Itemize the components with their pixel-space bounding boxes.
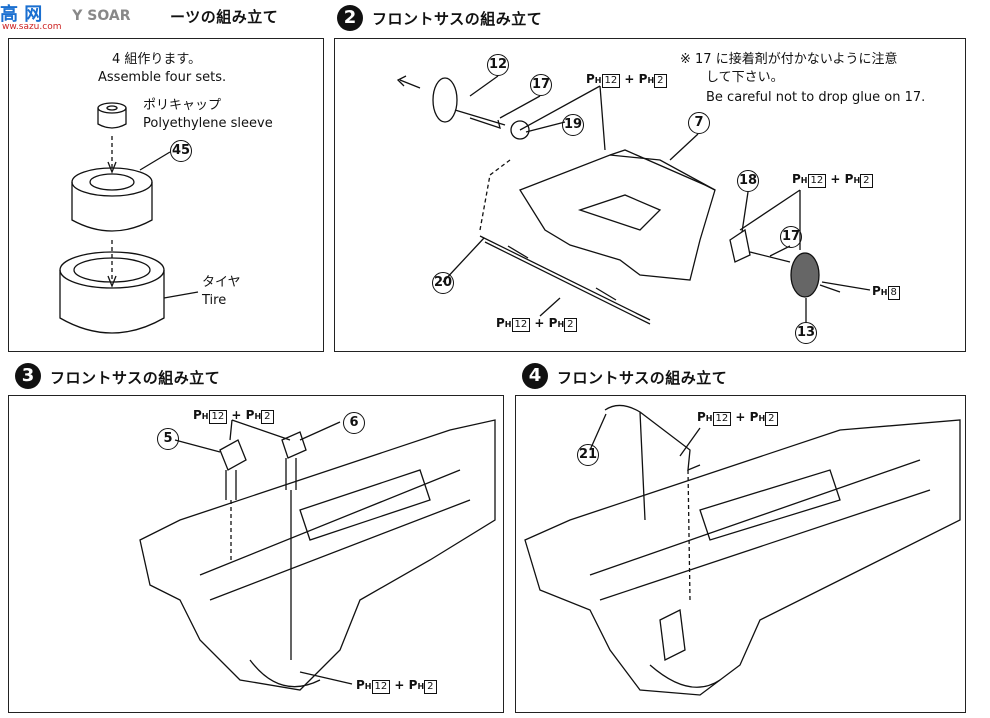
tire-label-en: Tire bbox=[202, 293, 227, 308]
step2-panel bbox=[334, 38, 966, 352]
part-7-callout: 7 bbox=[688, 112, 710, 134]
wheel-drawing bbox=[71, 151, 171, 232]
part-19-callout: 19 bbox=[562, 114, 584, 136]
step1-note-en: Assemble four sets. bbox=[98, 70, 227, 85]
step2-warning-jp1: ※ 17 に接着剤が付かないように注意 bbox=[680, 52, 898, 67]
part-20-callout: 20 bbox=[432, 272, 454, 294]
shock-absorber-right-drawing bbox=[281, 431, 307, 660]
front-subframe-drawing bbox=[519, 149, 716, 281]
tire-label-jp: タイヤ bbox=[202, 275, 241, 290]
part-12-callout: 12 bbox=[487, 54, 509, 76]
polyethylene-sleeve-drawing bbox=[97, 102, 127, 129]
tire-drawing bbox=[59, 251, 199, 334]
right-hub-drawing bbox=[729, 228, 820, 298]
step4-chassis-drawing bbox=[524, 419, 961, 696]
step3-chassis-drawing bbox=[139, 419, 496, 691]
step2-number: 2 bbox=[337, 5, 363, 31]
part-17b-callout: 17 bbox=[780, 226, 802, 248]
step1-panel bbox=[8, 38, 324, 352]
left-hub-arrowhead bbox=[396, 75, 407, 87]
step1-title: ーツの組み立て bbox=[170, 8, 279, 26]
part-17-callout: 17 bbox=[530, 74, 552, 96]
step1-note-jp: 4 組作ります。 bbox=[112, 52, 202, 67]
step3-panel bbox=[8, 395, 504, 713]
step4-title: フロントサスの組み立て bbox=[557, 369, 728, 387]
watermark-url: ww.sazu.com bbox=[2, 22, 62, 32]
step2-title: フロントサスの組み立て bbox=[372, 10, 543, 28]
tie-rod-drawing bbox=[479, 235, 651, 325]
arrow-head-2 bbox=[107, 275, 117, 288]
sleeve-label-en: Polyethylene sleeve bbox=[143, 116, 273, 131]
step3-title: フロントサスの組み立て bbox=[50, 369, 221, 387]
shock-absorber-left-drawing bbox=[219, 439, 247, 560]
left-hub-drawing bbox=[432, 77, 530, 140]
part-21-callout: 21 bbox=[577, 444, 599, 466]
part-45-callout: 45 bbox=[170, 140, 192, 162]
part-5-callout: 5 bbox=[157, 428, 179, 450]
sleeve-label-jp: ポリキャップ bbox=[143, 98, 222, 113]
step2-warning-jp2: して下さい。 bbox=[706, 70, 784, 85]
step2-warning-en: Be careful not to drop glue on 17. bbox=[706, 90, 926, 105]
left-hub-arrow bbox=[399, 79, 421, 89]
right-hub-arrow bbox=[819, 284, 841, 293]
step4-number: 4 bbox=[522, 363, 548, 389]
part-18-callout: 18 bbox=[737, 170, 759, 192]
arrow-head-1 bbox=[107, 161, 117, 174]
wire-part-21-drawing bbox=[604, 404, 701, 601]
part-6-callout: 6 bbox=[343, 412, 365, 434]
part-13-callout: 13 bbox=[795, 322, 817, 344]
step3-number: 3 bbox=[15, 363, 41, 389]
